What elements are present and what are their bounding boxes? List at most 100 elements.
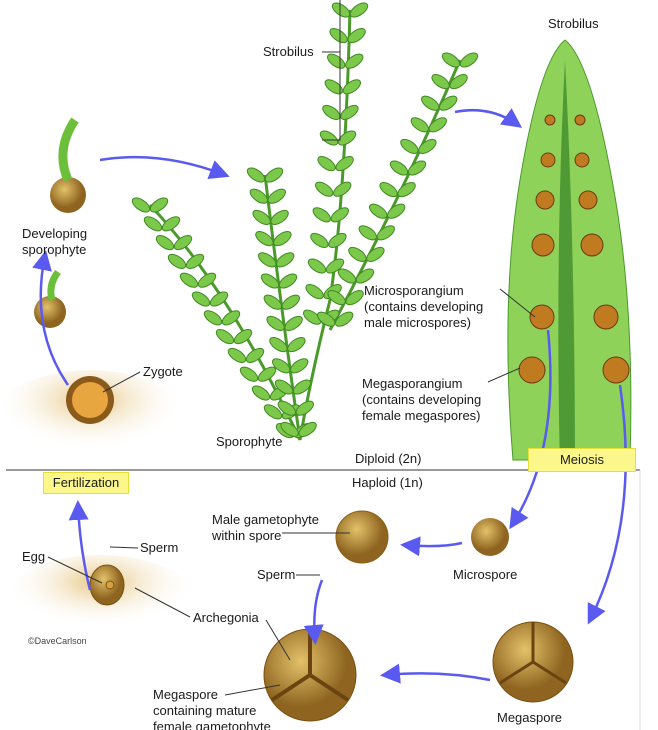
- leaf: [278, 273, 298, 289]
- sporangium: [518, 356, 546, 384]
- leaf: [317, 311, 336, 327]
- leaf: [239, 366, 259, 382]
- leaf: [449, 74, 468, 90]
- archegonia-label: Archegonia: [193, 610, 259, 625]
- leaf: [400, 138, 419, 154]
- leaf: [209, 291, 229, 307]
- leaf: [342, 79, 361, 95]
- leaf: [369, 203, 388, 219]
- leaf: [333, 181, 352, 197]
- leaf: [260, 273, 280, 289]
- microspore-image: [471, 518, 509, 556]
- leaf: [397, 182, 416, 198]
- leaf: [263, 294, 282, 310]
- leaf: [292, 379, 312, 395]
- leaf: [327, 53, 346, 69]
- leaf: [337, 130, 357, 146]
- microspore-label: Microspore: [453, 567, 518, 582]
- leaf: [319, 130, 339, 146]
- leaf: [233, 329, 253, 345]
- leaf: [441, 52, 461, 68]
- leaf: [197, 272, 217, 288]
- sperm-label-mid: Sperm: [257, 567, 296, 582]
- leaf: [329, 28, 348, 44]
- leaf: [421, 95, 440, 111]
- leaf: [345, 53, 364, 69]
- strobilus-bracket: [322, 0, 341, 141]
- leaf: [290, 358, 309, 374]
- leaf: [428, 117, 447, 133]
- sporangium: [574, 152, 590, 168]
- leaf: [173, 235, 193, 251]
- male-gametophyte-spore: [335, 510, 389, 564]
- strobilus-section: [507, 39, 632, 470]
- leaf: [227, 347, 247, 363]
- leaf: [459, 52, 479, 68]
- leaf: [407, 160, 427, 176]
- leaf: [269, 337, 288, 353]
- leaf: [307, 258, 327, 274]
- leaf: [315, 181, 334, 197]
- leaf: [439, 95, 458, 111]
- leaf: [337, 268, 357, 284]
- leaf: [149, 197, 169, 213]
- leaf: [272, 358, 291, 374]
- leaf: [249, 188, 268, 204]
- leaf: [331, 2, 351, 18]
- leaf: [348, 246, 367, 262]
- leaf: [284, 315, 303, 331]
- leaf: [255, 231, 274, 247]
- leaf: [303, 309, 322, 325]
- zygote-label: Zygote: [143, 364, 183, 379]
- leaf: [347, 28, 366, 44]
- leaf: [264, 167, 284, 183]
- leaf: [340, 104, 359, 120]
- leaf: [167, 253, 187, 269]
- leaf: [277, 400, 296, 416]
- meiosis-box: Meiosis: [528, 448, 636, 472]
- sporophyte-label: Sporophyte: [216, 434, 283, 449]
- leaf: [185, 253, 205, 269]
- leaf: [358, 225, 377, 241]
- leaf: [298, 421, 317, 437]
- leaf: [179, 272, 199, 288]
- leaf: [267, 188, 286, 204]
- sporangium: [593, 304, 619, 330]
- archegonia-mound: [5, 555, 195, 645]
- leaf: [324, 79, 343, 95]
- leaf: [270, 209, 289, 225]
- leaf: [335, 156, 354, 172]
- leaf: [273, 231, 292, 247]
- leaf: [418, 138, 437, 154]
- leaf: [266, 315, 285, 331]
- leaf: [251, 385, 271, 401]
- leaf: [280, 421, 299, 437]
- leaf: [366, 246, 385, 262]
- copyright: ©DaveCarlson: [28, 636, 87, 646]
- leaf: [305, 284, 324, 300]
- sporangium: [580, 233, 604, 257]
- leaf: [131, 197, 151, 213]
- leaf: [328, 232, 347, 248]
- sporangium: [540, 152, 556, 168]
- leaf: [155, 235, 175, 251]
- leaf: [203, 310, 223, 326]
- leaf: [258, 252, 277, 268]
- leaf: [389, 160, 409, 176]
- leaf: [257, 366, 277, 382]
- zygote-mound: [0, 370, 185, 470]
- sperm-label-top: Sperm: [140, 540, 179, 555]
- leaf: [355, 268, 375, 284]
- sporangium: [602, 356, 630, 384]
- sporangium: [544, 114, 556, 126]
- leaf: [221, 310, 241, 326]
- leader-lines: [47, 288, 536, 696]
- leaf: [312, 207, 331, 223]
- leaf: [349, 2, 369, 18]
- leaf: [252, 209, 271, 225]
- leaf: [335, 311, 354, 327]
- leaf: [410, 117, 429, 133]
